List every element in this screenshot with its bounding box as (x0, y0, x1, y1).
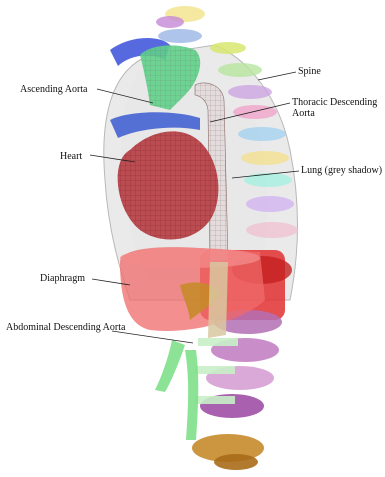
label-diaphragm: Diaphragm (40, 273, 85, 284)
label-lung: Lung (grey shadow) (301, 165, 382, 176)
label-abdominal-descending-aorta: Abdominal Descending Aorta (6, 322, 126, 333)
label-ascending-aorta: Ascending Aorta (20, 84, 88, 95)
diaphragm-dome (120, 248, 260, 268)
label-spine: Spine (298, 66, 321, 77)
label-thoracic-descending-aorta: Thoracic Descending Aorta (292, 97, 384, 119)
abdominal-aorta-main (208, 262, 228, 338)
label-heart: Heart (60, 151, 82, 162)
abdominal-aorta-lower (155, 340, 185, 392)
abdominal-aorta-lower-2 (185, 350, 198, 440)
